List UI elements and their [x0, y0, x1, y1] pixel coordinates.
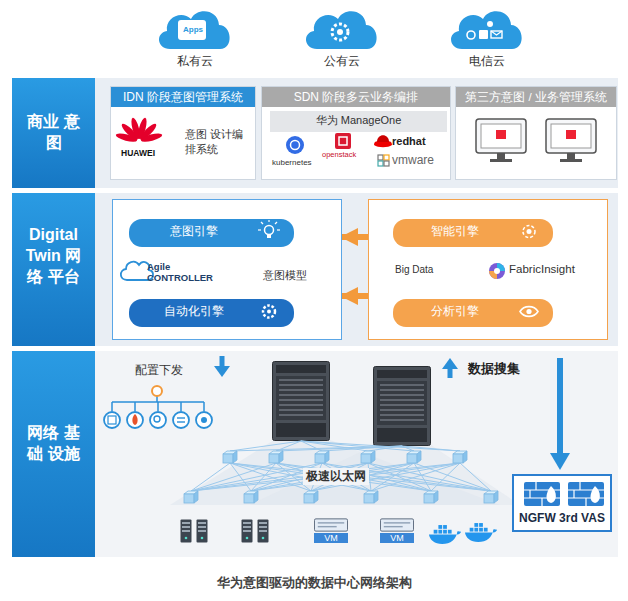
switch-icon — [453, 451, 467, 463]
switch-icon — [364, 491, 378, 503]
node-icon — [295, 4, 385, 50]
pill-box: 意图引擎 — [129, 219, 294, 247]
device-box: NGFW 3rd VAS — [512, 474, 612, 532]
label-text: VM — [380, 533, 414, 543]
label-text: vmware — [392, 153, 434, 167]
network-link — [402, 446, 460, 451]
pill-box: 自动化引擎 — [129, 299, 294, 327]
system-panel: IDN 阶段意图管理系统意图 设计编排系统 — [110, 86, 256, 180]
node-text: FabricInsight — [509, 263, 575, 275]
engine-box: Big Data FabricInsight 智能引擎分析引擎 — [368, 199, 608, 340]
label-text: Apps — [179, 25, 207, 34]
switch-icon — [484, 491, 498, 503]
network-link — [301, 441, 460, 451]
label-text: 配置下发 — [135, 362, 183, 379]
node-text: NGFW 3rd VAS — [514, 511, 610, 525]
switch-icon — [244, 491, 258, 503]
label-text: HUAWEI — [110, 148, 166, 158]
engine-box: Agile CONTROLLER 意图模型 意图引擎自动化引擎 — [112, 199, 342, 340]
node-text: Digital Twin 网络 平台 — [22, 225, 85, 287]
label-text: kubernetes — [272, 158, 312, 167]
node-text: Agile CONTROLLER — [147, 261, 219, 284]
cloud-node: 公有云 — [295, 4, 388, 73]
network-link — [191, 463, 414, 491]
node-text: 华为 ManageOne — [270, 111, 447, 129]
node-text: 意图 设计编排系统 — [185, 127, 253, 156]
node-text: 分析引擎 — [393, 299, 517, 324]
switch-icon — [361, 451, 375, 463]
system-panel: 第三方意图 / 业务管理系统 — [455, 86, 617, 180]
node-icon — [440, 4, 530, 50]
node-text: 智能引擎 — [393, 219, 517, 244]
node-text: SDN 阶段多云业务编排 — [262, 87, 450, 107]
switch-icon — [304, 491, 318, 503]
node-icon — [514, 476, 614, 534]
network-link — [371, 463, 460, 491]
network-link — [276, 463, 371, 491]
switch-icon — [424, 491, 438, 503]
label-text: openstack — [322, 150, 356, 159]
connector-arrow — [342, 293, 368, 299]
pill-box: 分析引擎 — [393, 299, 553, 327]
switch-icon — [184, 491, 198, 503]
node-text: 公有云 — [295, 53, 388, 70]
node-text: 第三方意图 / 业务管理系统 — [456, 87, 616, 107]
network-link — [460, 463, 491, 491]
caption: 华为意图驱动的数据中心网络架构 — [0, 574, 628, 592]
switch-icon — [223, 451, 237, 463]
label-text: redhat — [392, 135, 426, 147]
sub-box: 华为 ManageOne — [270, 111, 447, 132]
node-text: 私有云 — [148, 53, 241, 70]
layer-label: Digital Twin 网络 平台 — [12, 193, 95, 346]
label-text: 数据搜集 — [468, 361, 520, 378]
node-text: 意图引擎 — [129, 219, 259, 244]
network-link — [230, 463, 491, 491]
node-text: IDN 阶段意图管理系统 — [111, 87, 255, 107]
node-text: 商业 意图 — [22, 112, 85, 154]
network-link — [251, 463, 460, 491]
node-text: 自动化引擎 — [129, 299, 259, 324]
connector-arrow — [342, 234, 368, 240]
network-link — [371, 463, 414, 491]
label-text: VM — [314, 533, 348, 543]
label-text: 极速以太网 — [303, 468, 369, 485]
layer-label: 网络 基础 设施 — [12, 351, 95, 557]
cloud-node: 私有云 — [148, 4, 241, 73]
network-link — [431, 463, 460, 491]
cloud-node: 电信云 — [440, 4, 533, 73]
network-link — [191, 463, 460, 491]
network-link — [230, 463, 431, 491]
network-link — [251, 463, 368, 491]
pill-box: 智能引擎 — [393, 219, 553, 247]
node-text: 意图模型 — [263, 268, 307, 283]
network-link — [276, 441, 301, 451]
switch-icon — [315, 451, 329, 463]
node-text: 网络 基础 设施 — [22, 423, 85, 465]
node-text: 电信云 — [440, 53, 533, 70]
node-text: Big Data — [395, 264, 433, 275]
switch-icon — [269, 451, 283, 463]
layer-label: 商业 意图 — [12, 78, 95, 188]
switch-icon — [407, 451, 421, 463]
